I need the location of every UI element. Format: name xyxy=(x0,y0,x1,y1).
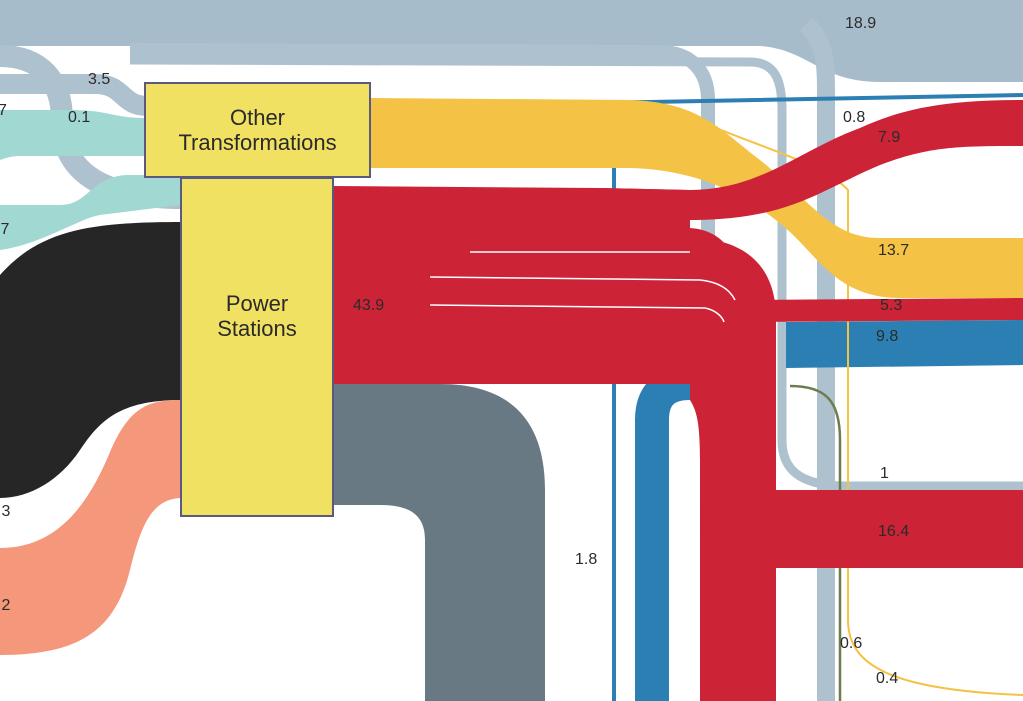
flow-gas-vertical-mid xyxy=(129,43,715,701)
flow-label-power-out: 43.9 xyxy=(353,297,385,314)
teal-flows xyxy=(0,110,180,250)
flow-label-olive-thin: 0.6 xyxy=(840,635,863,652)
node-label: Power Stations xyxy=(217,291,297,341)
flow-label-oil-products: 13.7 xyxy=(878,242,910,259)
flow-gas-to-other-transformations xyxy=(0,74,149,116)
flow-label-blue-mid: 9.8 xyxy=(876,328,899,345)
flow-teal-upper xyxy=(0,110,148,160)
flow-losses xyxy=(332,384,545,701)
node-other-transformations[interactable]: Other Transformations xyxy=(144,82,371,178)
flow-blue-mid xyxy=(786,320,1023,368)
flow-label-oil-thin: 0.4 xyxy=(876,670,899,687)
flow-label-electricity-lower: 16.4 xyxy=(878,523,910,540)
flow-gas-top xyxy=(0,0,1023,82)
separator-line xyxy=(429,276,736,301)
flow-separators xyxy=(429,251,736,323)
flow-blue-wide xyxy=(635,366,691,701)
flow-electricity-lower xyxy=(700,430,1023,568)
flow-label-gas-top: 18.9 xyxy=(845,15,877,32)
flow-label-gas-in: 3.5 xyxy=(88,71,111,88)
flow-electricity-upper xyxy=(600,100,1023,222)
flow-gas-vertical-wide xyxy=(799,17,835,701)
flow-bioenergy xyxy=(0,400,182,655)
electricity-flows xyxy=(332,100,1023,701)
node-power-stations[interactable]: Power Stations xyxy=(180,177,334,517)
flow-label-electricity-upper: 7.9 xyxy=(878,129,901,146)
flow-olive-thin xyxy=(789,384,842,701)
separator-line xyxy=(429,304,725,323)
flow-label-electricity-mid: 5.3 xyxy=(880,297,903,314)
flow-electricity-down xyxy=(690,238,776,701)
flow-coal xyxy=(0,222,182,498)
flow-label-teal-left: .7 xyxy=(0,221,10,238)
flow-label-bio-left: .2 xyxy=(0,597,11,614)
flow-label-gas-bottom: 1 xyxy=(880,465,889,482)
flow-label-coal-left: .3 xyxy=(0,503,11,520)
flow-label-teal-small: 0.1 xyxy=(68,109,91,126)
flow-label-gas-left-edge: 7 xyxy=(0,102,7,119)
flow-oil-products xyxy=(370,98,1023,298)
node-label: Other Transformations xyxy=(178,105,337,155)
flow-oil-thin xyxy=(659,103,1023,696)
flow-teal-lower xyxy=(0,175,180,250)
flow-label-blue-thin: 1.8 xyxy=(575,551,598,568)
flow-label-gas-thin: 0.8 xyxy=(843,109,866,126)
flow-gas-vertical-thin xyxy=(129,55,1023,491)
